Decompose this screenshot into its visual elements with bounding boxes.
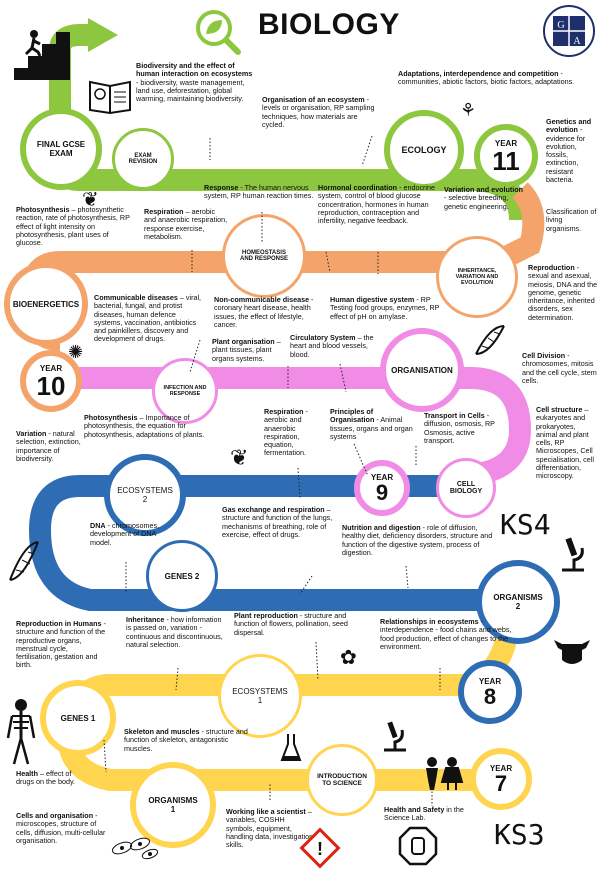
year-label: YEAR xyxy=(489,763,513,773)
organisation-circle: ORGANISATION xyxy=(380,328,464,412)
year-number: 9 xyxy=(375,479,389,505)
topic-relationships: Relationships in ecosystems - interdepen… xyxy=(380,617,512,651)
topic-nutrition: Nutrition and digestion - role of diffus… xyxy=(342,523,493,557)
topic-skeleton: Skeleton and muscles - structure and fun… xyxy=(124,727,248,753)
road-pink xyxy=(60,367,532,486)
topic-cells-organisation: Cells and organisation - microscopes, st… xyxy=(16,811,106,845)
dna-icon xyxy=(472,322,508,358)
flask-icon xyxy=(280,732,302,762)
year-label: YEAR xyxy=(478,676,502,686)
topic-variation-evolution: Variation and evolution - selective bree… xyxy=(444,185,524,211)
topic-plant-organisation: Plant organisation – plant tissues, plan… xyxy=(212,337,281,363)
topic-organisation-ecosystem: Organisation of an ecosystem - levels or… xyxy=(262,95,375,129)
year-number: 7 xyxy=(494,770,508,796)
virus-icon: ✺ xyxy=(68,342,84,362)
year-number: 11 xyxy=(492,145,520,176)
topic-circulatory: Circulatory System – the heart and blood… xyxy=(290,333,374,359)
dna-icon xyxy=(4,538,44,584)
topic-reproduction-humans: Reproduction in Humans - structure and f… xyxy=(16,619,106,670)
topic-principles-organisation: Principles of Organisation - Animal tiss… xyxy=(330,407,413,441)
topic-health-safety: Health and Safety in the Science Lab. xyxy=(384,805,464,823)
topic-classification: Classification of living organisms. xyxy=(546,207,597,233)
ks3-label: KS3 xyxy=(494,818,545,851)
topic-plant-reproduction: Plant reproduction - structure and funct… xyxy=(234,611,348,637)
road-green-arrow xyxy=(88,18,118,52)
svg-text:!: ! xyxy=(317,839,323,859)
leaf-magnifier-icon xyxy=(192,6,242,56)
logo-letter-a: A xyxy=(573,36,581,47)
cow-icon xyxy=(552,636,592,668)
infection-circle: INFECTION AND RESPONSE xyxy=(152,358,218,424)
final-exam-circle: FINAL GCSE EXAM xyxy=(20,108,102,190)
inheritance-circle: INHERITANCE, VARIATION AND EVOLUTION xyxy=(436,236,518,318)
topic-respiration-ks4: Respiration – aerobic and anaerobic resp… xyxy=(144,207,228,241)
ks4-label: KS4 xyxy=(500,508,551,541)
topic-variation-ks3: Variation - natural selection, extinctio… xyxy=(16,429,81,463)
stop-hand-icon xyxy=(398,826,438,866)
topic-cell-structure: Cell structure – eukaryotes and prokaryo… xyxy=(536,405,594,481)
topic-response: Response - The human nervous system, RP … xyxy=(204,183,314,201)
topic-digestive: Human digestive system - RP Testing food… xyxy=(330,295,440,321)
microscope-icon xyxy=(380,720,410,752)
organisms-2-circle: ORGANISMS 2 xyxy=(476,560,560,644)
bioenergetics-circle: BIOENERGETICS xyxy=(4,262,88,346)
road-blue xyxy=(28,475,500,611)
wheat-icon: ⚘ xyxy=(460,100,477,120)
genes-2-circle: GENES 2 xyxy=(146,540,218,612)
topic-biodiversity: Biodiversity and the effect of human int… xyxy=(136,61,253,104)
topic-non-communicable: Non-communicable disease - coronary hear… xyxy=(214,295,314,329)
microscope-icon xyxy=(556,536,590,572)
year-label: YEAR xyxy=(494,138,518,148)
topic-respiration-ks3: Respiration - aerobic and anaerobic resp… xyxy=(264,407,308,458)
school-logo: G A xyxy=(542,4,596,58)
topic-transport: Transport in Cells - diffusion, osmosis,… xyxy=(424,411,495,445)
flower-icon: ✿ xyxy=(340,647,357,669)
topic-inheritance-ks3: Inheritance - how information is passed … xyxy=(126,615,223,649)
intro-science-circle: INTRODUCTION TO SCIENCE xyxy=(306,744,378,816)
topic-reproduction-ks4: Reproduction - sexual and asexual, meios… xyxy=(528,263,598,322)
children-icon xyxy=(420,756,464,790)
plant-icon: ❦ xyxy=(230,445,249,470)
topic-hormonal: Hormonal coordination - endocrine system… xyxy=(318,183,436,226)
stairs-climber-icon xyxy=(14,28,70,80)
hazard-icon: ! xyxy=(298,826,342,870)
year-label: YEAR xyxy=(39,363,63,373)
topic-gas-exchange: Gas exchange and respiration – structure… xyxy=(222,505,333,539)
topic-genetics-evolution: Genetics and evolution - evidence for ev… xyxy=(546,117,592,184)
cell-biology-circle: CELL BIOLOGY xyxy=(436,458,496,518)
organisms-1-circle: ORGANISMS 1 xyxy=(130,762,216,848)
year-label: YEAR xyxy=(370,472,394,482)
logo-letter-g: G xyxy=(557,20,564,31)
topic-communicable: Communicable diseases – viral, bacterial… xyxy=(94,293,202,344)
topic-cell-division: Cell Division - chromosomes, mitosis and… xyxy=(522,351,597,385)
plant-icon: ❦ xyxy=(82,189,99,211)
topic-health: Health – effect of drugs on the body. xyxy=(16,769,76,787)
page-title: BIOLOGY xyxy=(258,8,400,41)
genes-1-circle: GENES 1 xyxy=(40,680,116,756)
ecosystems-2-circle: ECOSYSTEMS 2 xyxy=(104,454,186,536)
ecology-circle: ECOLOGY xyxy=(384,110,464,190)
exam-revision-circle: EXAM REVISION xyxy=(112,128,174,190)
homeostasis-circle: HOMEOSTASIS AND RESPONSE xyxy=(222,214,306,298)
topic-working-scientist: Working like a scientist – variables, CO… xyxy=(226,807,314,850)
skeleton-icon xyxy=(6,698,36,766)
book-icon xyxy=(88,78,132,115)
year-number: 8 xyxy=(483,683,497,709)
topic-photosynthesis-ks3: Photosynthesis – Importance of photosynt… xyxy=(84,413,205,439)
topic-adaptations: Adaptations, interdependence and competi… xyxy=(398,69,575,87)
ecosystems-1-circle: ECOSYSTEMS 1 xyxy=(218,654,302,738)
year-number: 10 xyxy=(36,370,66,401)
cells-icon xyxy=(110,834,160,860)
topic-dna: DNA - chromosomes, development of DNA mo… xyxy=(90,521,160,547)
topic-photosynthesis-ks4: Photosynthesis – photosynthetic reaction… xyxy=(16,205,130,248)
